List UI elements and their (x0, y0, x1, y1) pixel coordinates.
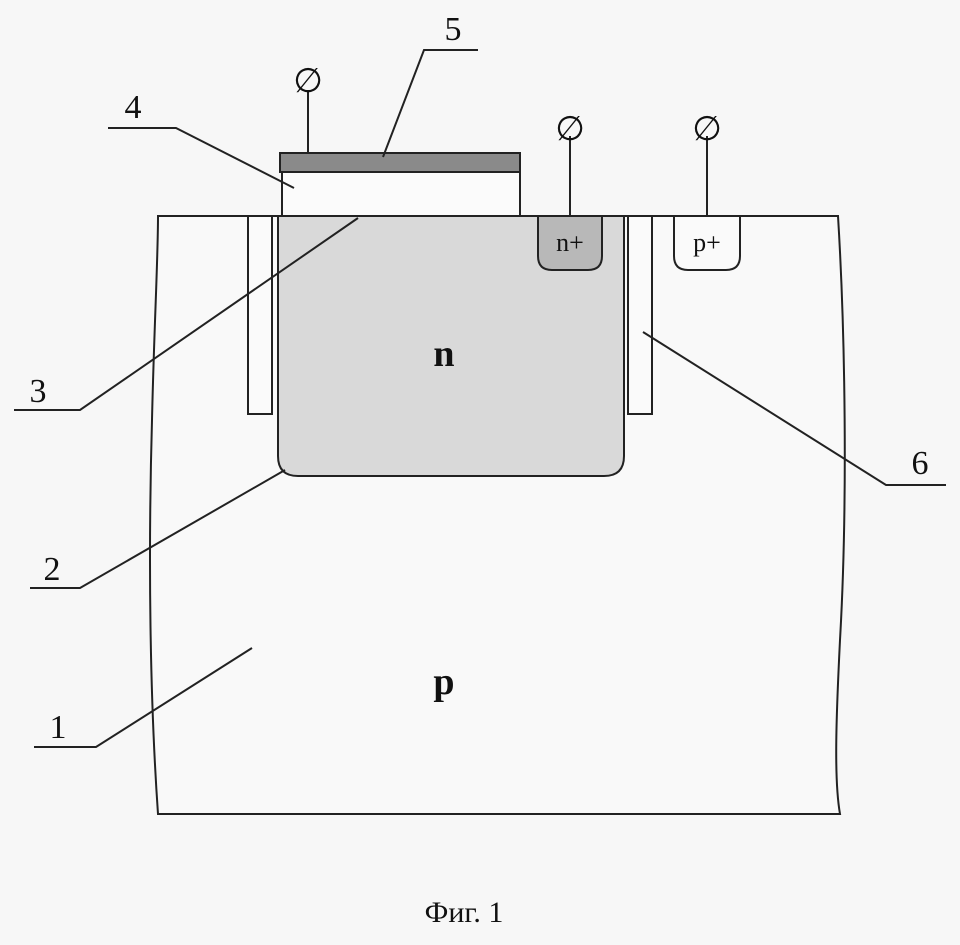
figure-caption: Фиг. 1 (425, 896, 504, 929)
leader-line-4 (108, 128, 294, 188)
label-n-plus: n+ (556, 228, 584, 257)
leader-line-5 (383, 50, 478, 157)
terminal-symbol-gate: ∅ (293, 63, 323, 100)
callout-4: 4 (125, 89, 142, 126)
terminal-symbol-p-plus: ∅ (692, 111, 722, 148)
isolation-trench-left (248, 216, 272, 414)
callout-6: 6 (912, 445, 929, 482)
label-p-region: p (433, 661, 454, 703)
electrode-layer (280, 153, 520, 172)
isolation-trench-right (628, 216, 652, 414)
callout-2: 2 (44, 551, 61, 588)
label-p-plus: p+ (693, 228, 721, 257)
callout-5: 5 (445, 11, 462, 48)
callout-1: 1 (50, 709, 67, 746)
label-n-region: n (433, 333, 454, 375)
terminal-symbol-n-plus: ∅ (555, 111, 585, 148)
callout-3: 3 (30, 373, 47, 410)
insulator-layer (282, 172, 520, 216)
